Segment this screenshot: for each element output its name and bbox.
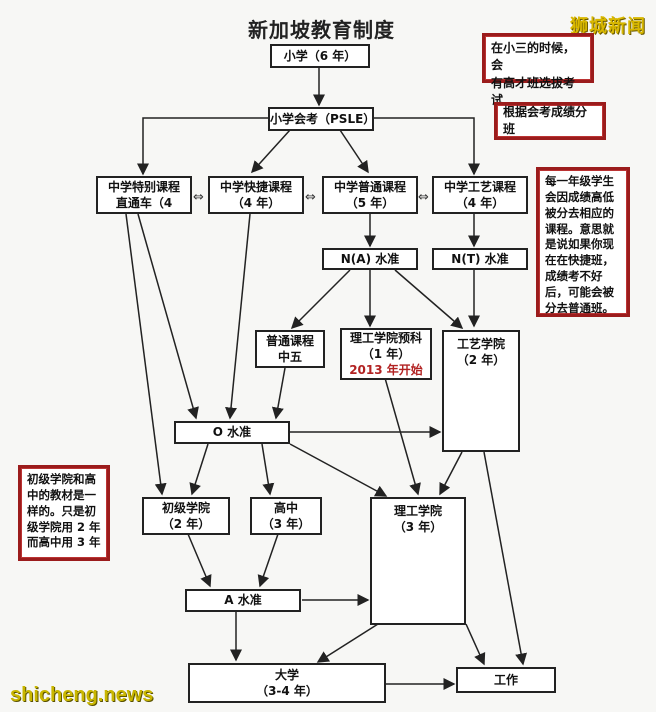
edge-psle-special	[137, 117, 268, 176]
node-university: 大学 （3-4 年）	[188, 663, 386, 703]
note-annual-line8: 后，可能会被	[545, 285, 614, 300]
edge-poly-uni	[316, 623, 379, 663]
node-primary-label: 小学（6 年）	[283, 48, 357, 63]
node-sec5-line1: 普通课程	[265, 333, 314, 348]
node-express: 中学快捷课程 （4 年）	[208, 176, 304, 214]
note-annual-line2: 会因成绩高低	[545, 189, 614, 204]
note-jc-highschool: 初级学院和高 中的教材是一 样的。只是初 级学院用 2 年 而高中用 3 年	[18, 465, 110, 561]
edge-o-poly	[289, 443, 388, 497]
note-annual-line9: 分去普通班。	[545, 300, 614, 315]
note-jc-line1: 初级学院和高	[27, 472, 96, 486]
node-sec5: 普通课程 中五	[255, 330, 325, 368]
edge-sec5-o	[271, 367, 286, 420]
node-a-level-label: A 水准	[224, 593, 262, 608]
diagram-title: 新加坡教育制度	[248, 18, 395, 42]
node-nt-level: N(T) 水准	[432, 248, 528, 270]
node-special: 中学特别课程 直通车（4	[96, 176, 192, 214]
node-sec5-line2: 中五	[277, 350, 302, 364]
transfer-arrow-3: ⇔	[418, 190, 429, 205]
node-jc-line1: 初级学院	[161, 500, 210, 515]
watermark-top: 狮城新闻	[570, 16, 646, 37]
node-technical: 中学工艺课程 （4 年）	[432, 176, 528, 214]
node-poly-foundation-line1: 理工学院预科	[349, 330, 422, 345]
note-annual-line7: 成绩考不好	[545, 269, 603, 284]
edge-polyprep-poly	[384, 377, 421, 496]
note-annual-line4: 课程。意思就	[545, 221, 614, 236]
node-special-line1: 中学特别课程	[107, 179, 180, 194]
node-university-line2: （3-4 年）	[256, 684, 318, 698]
node-jc-line2: （2 年）	[161, 517, 211, 531]
edge-special-jc	[125, 213, 167, 496]
node-work: 工作	[456, 667, 556, 693]
node-poly-foundation-note: 2013 年开始	[349, 363, 423, 378]
edge-o-hs	[261, 443, 275, 496]
node-technical-line1: 中学工艺课程	[443, 179, 516, 194]
node-nt-level-label: N(T) 水准	[451, 251, 509, 266]
node-psle: 小学会考（PSLE）	[268, 107, 376, 131]
node-primary: 小学（6 年）	[270, 44, 370, 68]
note-annual-line6: 在在快捷班，	[545, 253, 614, 268]
node-high-school-line1: 高中	[273, 500, 298, 515]
node-normal-line2: （5 年）	[345, 196, 395, 210]
edge-ite-work	[483, 451, 528, 666]
transfer-arrow-2: ⇔	[305, 190, 316, 205]
note-annual-line1: 每一年级学生	[545, 174, 614, 188]
edge-special-o	[137, 213, 199, 420]
edge-hs-a	[257, 533, 279, 588]
edge-express-o	[225, 213, 251, 420]
node-o-level-label: O 水准	[212, 425, 252, 440]
note-annual-line3: 被分去相应的	[545, 205, 614, 220]
note-jc-line5: 而高中用 3 年	[27, 535, 101, 550]
edge-ite-poly	[439, 451, 463, 496]
edge-psle-express	[250, 129, 291, 174]
node-jc: 初级学院 （2 年）	[142, 497, 230, 535]
node-polytechnic-line2: （3 年）	[393, 520, 443, 535]
node-ite-line1: 工艺学院	[456, 337, 505, 351]
edge-jc-a	[187, 533, 212, 588]
node-ite-line2: （2 年）	[456, 353, 506, 368]
note-gifted-line1: 在小三的时候，会	[491, 41, 576, 73]
edge-o-jc	[189, 443, 209, 496]
node-high-school-line2: （3 年）	[261, 517, 311, 531]
node-a-level: A 水准	[185, 589, 301, 612]
node-express-line1: 中学快捷课程	[219, 179, 292, 194]
node-express-line2: （4 年）	[231, 196, 281, 210]
node-poly-foundation: 理工学院预科 （1 年） 2013 年开始	[340, 328, 432, 380]
node-na-level-label: N(A) 水准	[340, 251, 400, 266]
node-poly-foundation-line2: （1 年）	[361, 346, 411, 361]
watermark-bottom: shicheng.news	[10, 684, 154, 706]
node-o-level: O 水准	[174, 421, 290, 444]
node-ite: 工艺学院 （2 年）	[442, 330, 520, 452]
node-university-line1: 大学	[274, 667, 299, 682]
edge-na-sec5	[290, 269, 351, 330]
node-work-label: 工作	[493, 672, 518, 687]
node-normal: 中学普通课程 （5 年）	[322, 176, 418, 214]
node-high-school: 高中 （3 年）	[250, 497, 322, 535]
edge-na-ite	[394, 269, 464, 329]
node-technical-line2: （4 年）	[455, 196, 505, 210]
edge-poly-work	[465, 623, 486, 666]
note-streaming: 根据会考成绩分班	[494, 102, 606, 140]
transfer-arrow-1: ⇔	[193, 190, 204, 205]
note-jc-line2: 中的教材是一	[27, 487, 96, 502]
node-special-line2: 直通车（4	[115, 196, 173, 210]
node-na-level: N(A) 水准	[322, 248, 418, 270]
node-psle-label: 小学会考（PSLE）	[270, 111, 376, 126]
node-polytechnic-line1: 理工学院	[393, 504, 442, 518]
note-annual-streaming: 每一年级学生 会因成绩高低 被分去相应的 课程。意思就 是说如果你现 在在快捷班…	[536, 167, 630, 317]
edge-psle-normal	[339, 129, 369, 174]
note-annual-line5: 是说如果你现	[545, 237, 614, 252]
note-gifted: 在小三的时候，会 有高才班选拔考试	[482, 33, 594, 107]
edge-psle-technical	[372, 117, 480, 176]
node-polytechnic: 理工学院 （3 年）	[370, 497, 466, 625]
note-streaming-text: 根据会考成绩分班	[503, 104, 588, 136]
node-normal-line1: 中学普通课程	[333, 179, 406, 194]
note-jc-line3: 样的。只是初	[27, 503, 96, 518]
note-jc-line4: 级学院用 2 年	[27, 519, 101, 534]
